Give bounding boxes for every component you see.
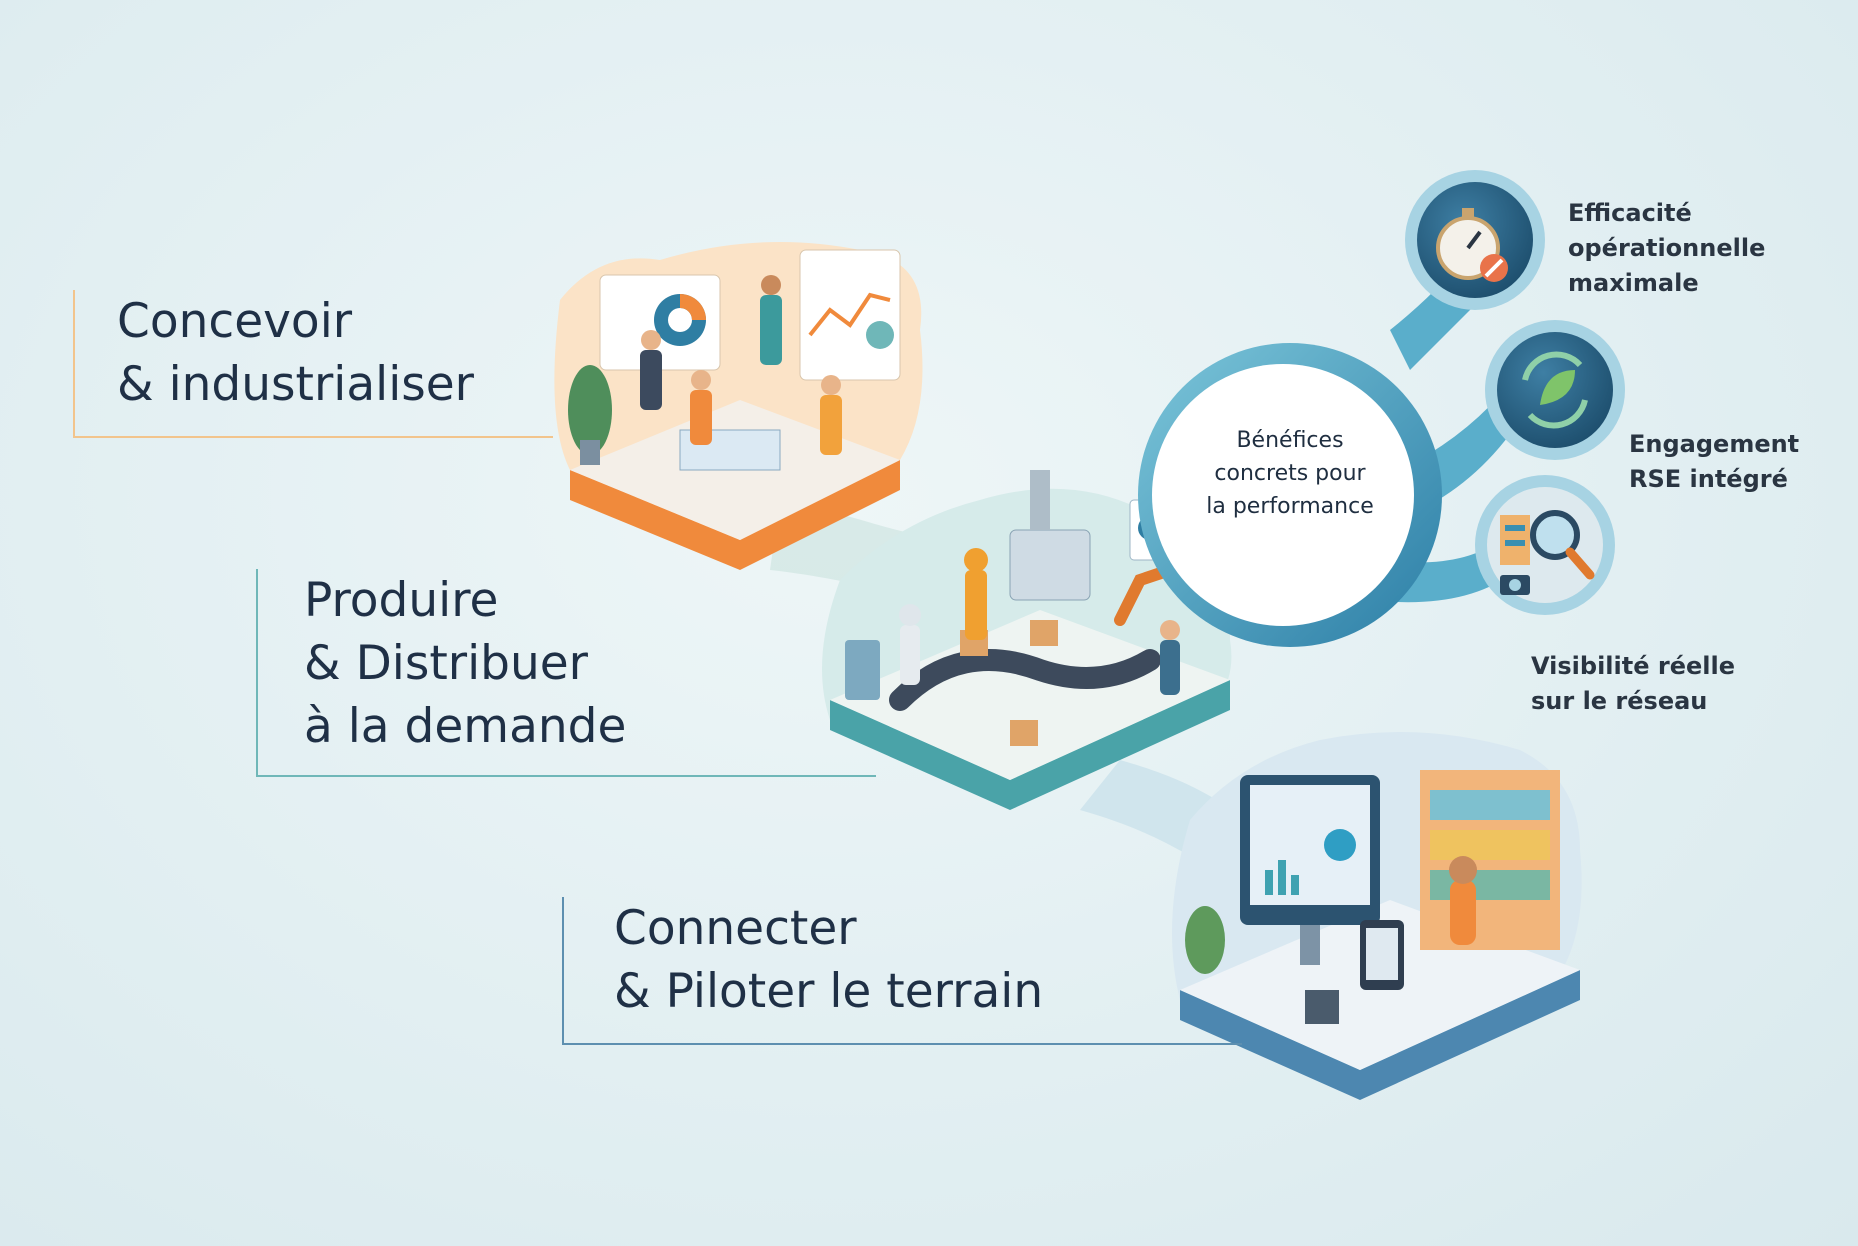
step-design: Concevoir & industrialiser [73,290,553,438]
stopwatch-icon [1405,170,1545,310]
step-connect-line-2: & Piloter le terrain [614,964,1044,1019]
hub-label-line-2: concrets pour [1214,461,1366,486]
step-produce-line-3: à la demande [304,699,627,754]
step-connect-accent-bar [562,897,564,1045]
benefit-efficiency-line-3: maximale [1568,269,1699,297]
step-produce-accent-bar [256,569,258,777]
hub-label: Bénéfices concrets pour la performance [1175,424,1405,523]
step-produce: Produire & Distribuer à la demande [256,569,876,777]
store-scene [1172,732,1582,1100]
step-connect-underline [562,1043,1242,1045]
design-office-scene [554,242,923,570]
recycle-leaf-icon [1485,320,1625,460]
magnifier-network-icon [1475,475,1615,615]
step-design-line-2: & industrialiser [117,357,474,412]
hub-label-line-3: la performance [1206,494,1374,519]
step-produce-underline [256,775,876,777]
step-design-underline [73,436,553,438]
step-design-line-1: Concevoir [117,294,353,349]
benefit-visibility: Visibilité réelle sur le réseau [1531,649,1735,719]
benefit-efficiency-line-2: opérationnelle [1568,234,1766,262]
benefit-efficiency: Efficacité opérationnelle maximale [1568,196,1765,301]
benefit-csr: Engagement RSE intégré [1629,427,1799,497]
step-connect: Connecter & Piloter le terrain [562,897,1242,1045]
step-produce-line-2: & Distribuer [304,636,588,691]
benefit-efficiency-line-1: Efficacité [1568,199,1692,227]
benefits-hub [1138,250,1520,647]
step-connect-line-1: Connecter [614,901,857,956]
benefit-visibility-line-2: sur le réseau [1531,687,1708,715]
benefit-visibility-line-1: Visibilité réelle [1531,652,1735,680]
step-produce-line-1: Produire [304,573,499,628]
benefit-csr-line-1: Engagement [1629,430,1800,458]
hub-label-line-1: Bénéfices [1236,428,1344,453]
benefit-csr-line-2: RSE intégré [1629,465,1788,493]
step-design-accent-bar [73,290,75,438]
